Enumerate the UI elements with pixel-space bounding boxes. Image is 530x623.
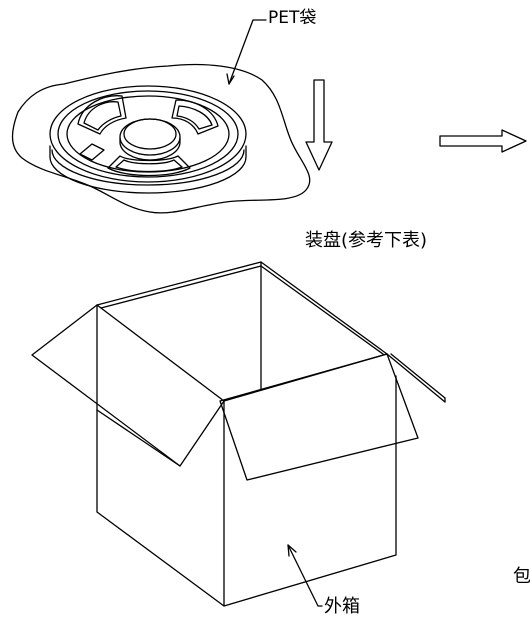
right-arrow-icon bbox=[439, 129, 527, 153]
reel-flange-inner bbox=[57, 90, 239, 178]
box-rim-left bbox=[96, 261, 262, 306]
reel bbox=[49, 85, 247, 194]
box-flap-front bbox=[219, 353, 419, 481]
box-rim-left-inner bbox=[100, 265, 262, 309]
pet-bag-leader bbox=[228, 19, 267, 85]
reel-pack-label: 装盘(参考下表) bbox=[305, 230, 428, 251]
box-face-front bbox=[223, 375, 397, 607]
box-face-left-top bbox=[96, 409, 181, 467]
pet-bag-label: PET袋 bbox=[268, 8, 317, 28]
reel-flange-outer bbox=[49, 85, 247, 183]
reel-window-left-inner bbox=[83, 101, 122, 131]
box-flap-back-right-2 bbox=[390, 353, 446, 399]
outer-box bbox=[31, 261, 446, 607]
cut-off-label: 包 bbox=[513, 566, 530, 587]
reel-window-bottom bbox=[107, 155, 191, 177]
outer-box-leader bbox=[287, 544, 323, 607]
reel-rim-bottom bbox=[49, 145, 247, 194]
reel-hub-inner bbox=[123, 118, 177, 150]
reel-window-bottom-inner bbox=[115, 159, 183, 173]
box-face-left bbox=[96, 409, 225, 607]
pet-bag bbox=[11, 63, 311, 214]
box-rim-front-left bbox=[96, 304, 225, 402]
outer-box-leader-arrowhead bbox=[287, 544, 297, 557]
down-arrow-icon bbox=[305, 79, 333, 171]
pet-bag-leader-arrowhead bbox=[226, 73, 235, 85]
reel-window-left bbox=[77, 95, 127, 135]
reel-label-square bbox=[79, 143, 105, 161]
reel-window-right-inner bbox=[176, 105, 213, 130]
reel-rim-mid bbox=[51, 149, 245, 186]
box-rim-right bbox=[260, 261, 388, 355]
box-rim-right-inner bbox=[260, 265, 384, 355]
reel-hub-side bbox=[119, 137, 181, 161]
outer-box-label: 外箱 bbox=[324, 596, 360, 617]
reel-window-right bbox=[171, 99, 219, 135]
box-flap-left bbox=[31, 304, 225, 467]
box-flap-back-right bbox=[386, 353, 446, 403]
